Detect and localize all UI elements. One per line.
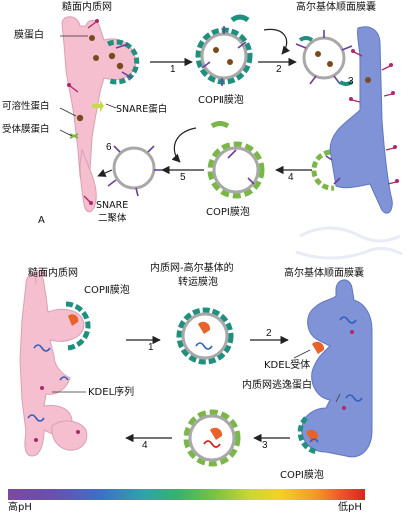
step-1-b: 1	[148, 342, 154, 353]
er-budding-coat-a	[106, 39, 140, 85]
step-4-a: 4	[288, 172, 294, 183]
label-copii-vesicle-a: COPⅡ膜泡	[198, 95, 244, 106]
label-kdel-receptor: KDEL受体	[264, 360, 311, 371]
step-6-a: 6	[106, 142, 112, 153]
membrane-protein-dot-1	[89, 35, 95, 41]
receptor-membrane-protein-marker	[69, 133, 79, 139]
label-soluble-protein: 可溶性蛋白	[2, 101, 50, 112]
label-kdel-sequence: KDEL序列	[88, 387, 135, 398]
label-low-ph: 低pH	[338, 502, 362, 513]
panel-a	[59, 14, 399, 214]
er-b-budding-coat	[65, 301, 91, 351]
step-4-b: 4	[142, 440, 148, 451]
label-snare-dimer-line1: SNARE	[96, 200, 129, 211]
soluble-protein-dot	[76, 114, 84, 122]
arrow-copi-coat-recycle	[171, 127, 197, 163]
label-panel-a: A	[38, 215, 45, 226]
label-rough-er-a: 糙面内质网	[62, 2, 112, 13]
transport-vesicle-b	[176, 307, 234, 365]
ph-gradient-bar	[8, 489, 365, 500]
label-high-ph: 高pH	[8, 502, 32, 513]
copii-vesicle-a	[195, 26, 253, 86]
watermark-dragon	[295, 226, 403, 260]
free-copi-subunit	[210, 121, 230, 129]
step-2-a: 2	[276, 64, 282, 75]
er-b-cargo-orange	[68, 314, 79, 326]
label-copii-vesicle-b: COPⅡ膜泡	[84, 285, 130, 296]
copi-vesicle-b	[183, 409, 241, 467]
label-receptor-membrane-protein: 受体膜蛋白	[2, 124, 50, 135]
label-copi-vesicle-a: COPⅠ膜泡	[206, 207, 250, 218]
free-copii-subunit-top	[230, 14, 250, 23]
arrow-step-6-a	[97, 169, 113, 177]
cis-golgi-b	[301, 279, 373, 458]
er-b-lobe	[51, 420, 88, 451]
snare-protein-marker	[92, 100, 104, 112]
arrow-coat-recycle	[263, 28, 291, 55]
label-er-golgi-transport-line2: 转运膜泡	[178, 277, 218, 288]
label-copi-vesicle-b: COPⅠ膜泡	[280, 470, 324, 481]
label-er-golgi-transport-line1: 内质网-高尔基体的	[150, 263, 234, 274]
label-membrane-protein: 膜蛋白	[14, 30, 44, 41]
uncoating-vesicle-a	[295, 30, 354, 86]
label-rough-er-b: 糙面内质网	[28, 268, 78, 279]
label-cis-golgi-b: 高尔基体顺面膜囊	[284, 268, 364, 279]
er-cargo-a1	[108, 52, 116, 60]
kdel-receptor-shape	[312, 341, 325, 354]
label-cis-golgi-a: 高尔基体顺面膜囊	[296, 2, 376, 13]
label-er-escape-protein: 内质网逃逸蛋白	[242, 380, 312, 391]
golgi-b-copi-bud	[297, 416, 319, 455]
panel-b	[19, 269, 373, 467]
step-3-a: 3	[348, 76, 354, 87]
step-2-b: 2	[266, 328, 272, 339]
copi-vesicle-a	[207, 141, 265, 199]
er-cargo-a2	[116, 62, 124, 70]
label-snare-protein: SNARE蛋白	[116, 104, 168, 115]
step-1-a: 1	[170, 64, 176, 75]
label-snare-dimer-line2: 二聚体	[98, 213, 127, 224]
step-5-a: 5	[180, 172, 186, 183]
membrane-protein-dot-2	[93, 55, 99, 61]
step-3-b: 3	[262, 440, 268, 451]
retrieval-vesicle-a	[107, 145, 162, 197]
golgi-copi-bud-a	[311, 149, 335, 191]
rough-er-b	[19, 273, 85, 457]
